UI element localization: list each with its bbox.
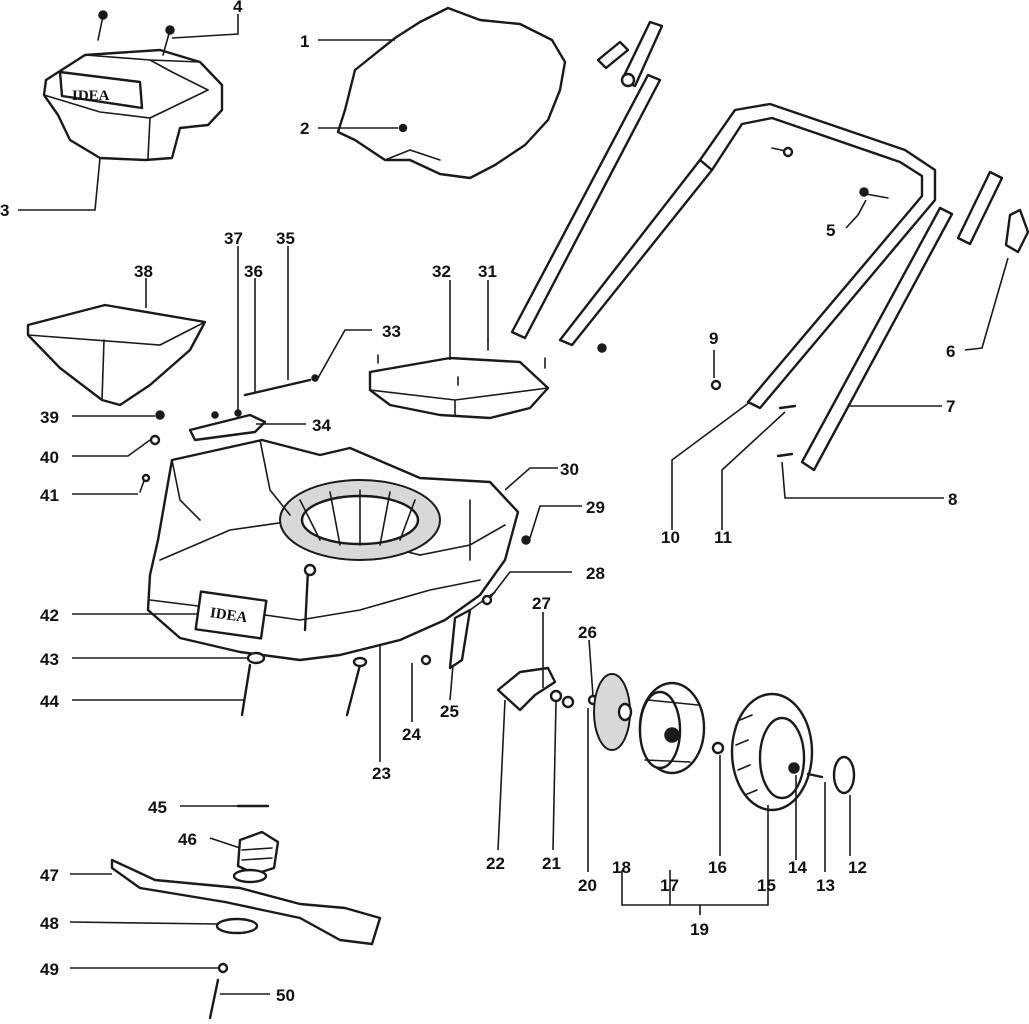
callout-34: 34 (312, 416, 331, 435)
callout-21: 21 (542, 854, 561, 873)
callout-38: 38 (134, 262, 153, 281)
callout-47: 47 (40, 866, 59, 885)
callout-4: 4 (233, 0, 243, 16)
callout-46: 46 (178, 830, 197, 849)
mower-deck-part: IDEA (146, 438, 520, 662)
callout-7: 7 (946, 397, 955, 416)
callout-43: 43 (40, 650, 59, 669)
callout-25: 25 (440, 702, 459, 721)
tray-cover-part (368, 339, 550, 420)
callout-9: 9 (709, 329, 718, 348)
latch-part (188, 374, 319, 442)
callout-15: 15 (757, 876, 776, 895)
callout-numbers: 1 2 3 4 5 6 7 8 9 10 11 12 13 14 15 16 1… (0, 0, 957, 1005)
callout-6: 6 (946, 342, 955, 361)
callout-42: 42 (40, 606, 59, 625)
callout-2: 2 (300, 119, 309, 138)
washer-part-29 (521, 535, 531, 545)
callout-49: 49 (40, 960, 59, 979)
callout-45: 45 (148, 798, 167, 817)
wheel-assembly-part (496, 666, 856, 812)
callout-24: 24 (402, 725, 421, 744)
callout-40: 40 (40, 448, 59, 467)
callout-8: 8 (948, 490, 957, 509)
callout-17: 17 (660, 876, 679, 895)
callout-28: 28 (586, 564, 605, 583)
callout-30: 30 (560, 460, 579, 479)
screw-part-4 (97, 10, 175, 56)
callout-44: 44 (40, 692, 59, 711)
callout-16: 16 (708, 858, 727, 877)
brand-badge-top: IDEA (72, 88, 110, 104)
rear-flap-part (26, 303, 207, 407)
callout-3: 3 (0, 201, 9, 220)
callout-22: 22 (486, 854, 505, 873)
callout-14: 14 (788, 858, 807, 877)
callout-27: 27 (532, 594, 551, 613)
callout-41: 41 (40, 486, 59, 505)
callout-36: 36 (244, 262, 263, 281)
callout-29: 29 (586, 498, 605, 517)
callout-26: 26 (578, 623, 597, 642)
height-adjuster-part (448, 591, 496, 670)
callout-19: 19 (690, 920, 709, 939)
leader-lines (18, 14, 1009, 995)
callout-37: 37 (224, 229, 243, 248)
callout-39: 39 (40, 408, 59, 427)
callout-5: 5 (826, 221, 835, 240)
engine-cover-part: IDEA (42, 48, 224, 162)
callout-11: 11 (714, 528, 732, 547)
small-fasteners-left (139, 410, 165, 493)
bolt-part-44 (240, 651, 432, 717)
callout-10: 10 (661, 528, 680, 547)
callout-12: 12 (848, 858, 867, 877)
blade-assembly-part (110, 804, 382, 1020)
callout-31: 31 (478, 262, 497, 281)
callout-35: 35 (276, 229, 295, 248)
callout-33: 33 (382, 322, 401, 341)
callout-50: 50 (276, 986, 295, 1005)
callout-23: 23 (372, 764, 391, 783)
callout-32: 32 (432, 262, 451, 281)
callout-48: 48 (40, 914, 59, 933)
callout-1: 1 (300, 32, 309, 51)
callout-13: 13 (816, 876, 835, 895)
callout-18: 18 (612, 858, 631, 877)
shroud-part (336, 6, 567, 180)
brand-badge-deck: IDEA (209, 605, 249, 626)
handle-assembly-part (510, 20, 1029, 472)
callout-20: 20 (578, 876, 597, 895)
